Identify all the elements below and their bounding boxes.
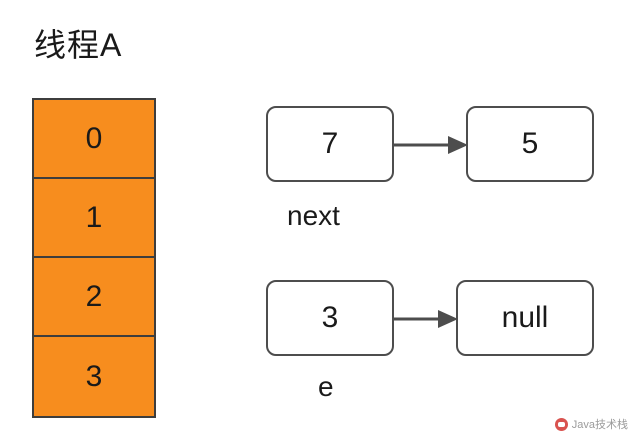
watermark: Java技术栈 xyxy=(554,416,628,432)
arrow-right-icon-next xyxy=(394,136,468,154)
page-title: 线程A xyxy=(34,27,123,63)
array-cell-1: 1 xyxy=(34,179,154,258)
wechat-account-logo-icon xyxy=(554,417,568,431)
node-next-tail: 5 xyxy=(466,106,594,182)
array-cell-3: 3 xyxy=(34,337,154,416)
array-cell-2: 2 xyxy=(34,258,154,337)
watermark-text: Java技术栈 xyxy=(571,419,628,431)
node-next-head: 7 xyxy=(266,106,394,182)
chain-label-next: next xyxy=(287,200,340,231)
node-e-tail: null xyxy=(456,280,594,356)
hash-bucket-array: 0 1 2 3 xyxy=(32,98,156,418)
array-cell-0: 0 xyxy=(34,100,154,179)
chain-label-e: e xyxy=(318,371,334,402)
arrow-right-icon-e xyxy=(394,310,458,328)
node-e-head: 3 xyxy=(266,280,394,356)
